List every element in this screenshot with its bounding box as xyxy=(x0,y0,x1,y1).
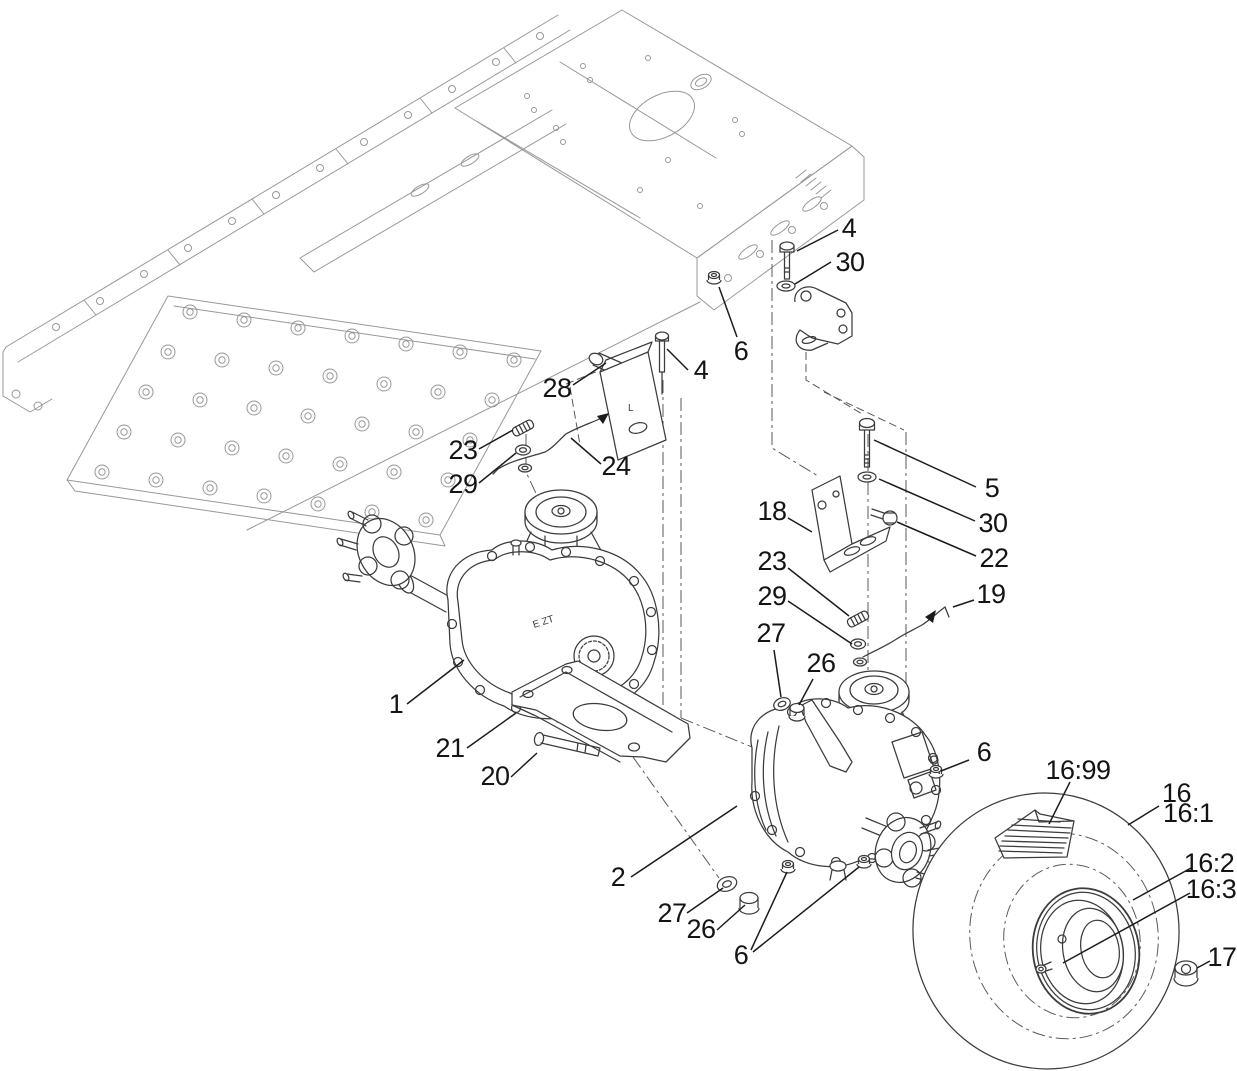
plate-hole xyxy=(572,702,628,732)
nut-6-bottom-right xyxy=(856,854,872,869)
callout-27-bottom: 27 xyxy=(657,898,686,928)
bolt-4-top xyxy=(779,241,795,280)
rail-holes xyxy=(52,32,544,331)
callout-26-right: 26 xyxy=(806,648,835,678)
mounting-plate xyxy=(511,660,691,763)
bolt-20 xyxy=(533,731,601,757)
bracket-l-mid: L xyxy=(565,341,667,461)
callout-29-right: 29 xyxy=(757,581,786,611)
callout-18: 18 xyxy=(757,496,786,526)
valve-stem xyxy=(1035,961,1053,974)
callout-27-right: 27 xyxy=(756,618,785,648)
bracket-18 xyxy=(811,475,891,573)
axle-hub-right xyxy=(861,812,951,888)
callout-26-bottom: 26 xyxy=(686,914,715,944)
washer-27-right xyxy=(773,697,791,711)
callout-21: 21 xyxy=(435,733,464,763)
tread-patch xyxy=(994,809,1075,859)
callout-labels: 4 30 6 4 28 23 24 29 5 30 18 22 23 29 19… xyxy=(389,213,1237,972)
tire-assembly xyxy=(912,792,1180,1070)
callout-23-left: 23 xyxy=(448,435,477,465)
rod-24 xyxy=(492,413,609,475)
bracket-top-right xyxy=(794,286,853,351)
callout-2: 2 xyxy=(611,862,626,892)
pulley-left xyxy=(519,489,605,557)
washer-30-right xyxy=(857,471,877,483)
callout-4-mid: 4 xyxy=(694,355,709,385)
housing-left: E ZT xyxy=(446,539,660,723)
lug-nut-17 xyxy=(1173,960,1199,987)
tire-outline xyxy=(912,792,1180,1070)
wheel-rim xyxy=(1031,887,1141,1015)
callout-29-left: 29 xyxy=(448,469,477,499)
callout-16-2: 16:2 xyxy=(1184,848,1235,878)
washers-29-left xyxy=(514,444,533,473)
spring-23-left xyxy=(511,419,535,437)
leader-lines xyxy=(406,229,1211,969)
callout-28: 28 xyxy=(542,373,571,403)
callout-30-top: 30 xyxy=(835,247,864,277)
washer-30-top xyxy=(776,280,796,292)
bolt-5 xyxy=(858,417,876,468)
transaxle-left: E ZT xyxy=(336,489,660,723)
washers-29-right xyxy=(849,638,868,667)
callout-20: 20 xyxy=(480,761,509,791)
callout-23-right: 23 xyxy=(757,546,786,576)
callout-19: 19 xyxy=(976,579,1005,609)
bolt-22 xyxy=(870,508,898,526)
callout-22: 22 xyxy=(979,543,1008,573)
nut-6-bottom-left xyxy=(780,859,796,874)
callout-5: 5 xyxy=(985,473,1000,503)
callout-16-3: 16:3 xyxy=(1186,874,1237,904)
callout-6-right: 6 xyxy=(977,737,992,767)
callout-16: 16 xyxy=(1162,778,1191,808)
callout-1: 1 xyxy=(389,689,404,719)
callout-30-right: 30 xyxy=(978,508,1007,538)
nut-6-top xyxy=(706,270,722,285)
callout-4-top: 4 xyxy=(842,213,857,243)
frame-right-end xyxy=(696,145,865,311)
bracket-marking: L xyxy=(628,403,634,414)
callout-16-1: 16:1 xyxy=(1163,798,1214,828)
rod-19 xyxy=(862,606,950,658)
nut-26-bottom xyxy=(738,891,760,915)
nut-26-right xyxy=(788,702,806,722)
transaxle-right xyxy=(749,670,951,888)
callout-16-99: 16:99 xyxy=(1045,755,1110,785)
hub-flange-left xyxy=(336,510,416,590)
callout-6-top: 6 xyxy=(734,336,749,366)
callout-17: 17 xyxy=(1207,942,1236,972)
chassis-frame xyxy=(2,9,865,547)
engine-deck xyxy=(454,9,853,259)
nut-6-right xyxy=(928,764,944,779)
callout-6-bottom: 6 xyxy=(734,940,749,970)
spring-23-right xyxy=(846,610,870,628)
bolt-4-mid xyxy=(654,331,670,395)
callout-24: 24 xyxy=(601,451,631,481)
